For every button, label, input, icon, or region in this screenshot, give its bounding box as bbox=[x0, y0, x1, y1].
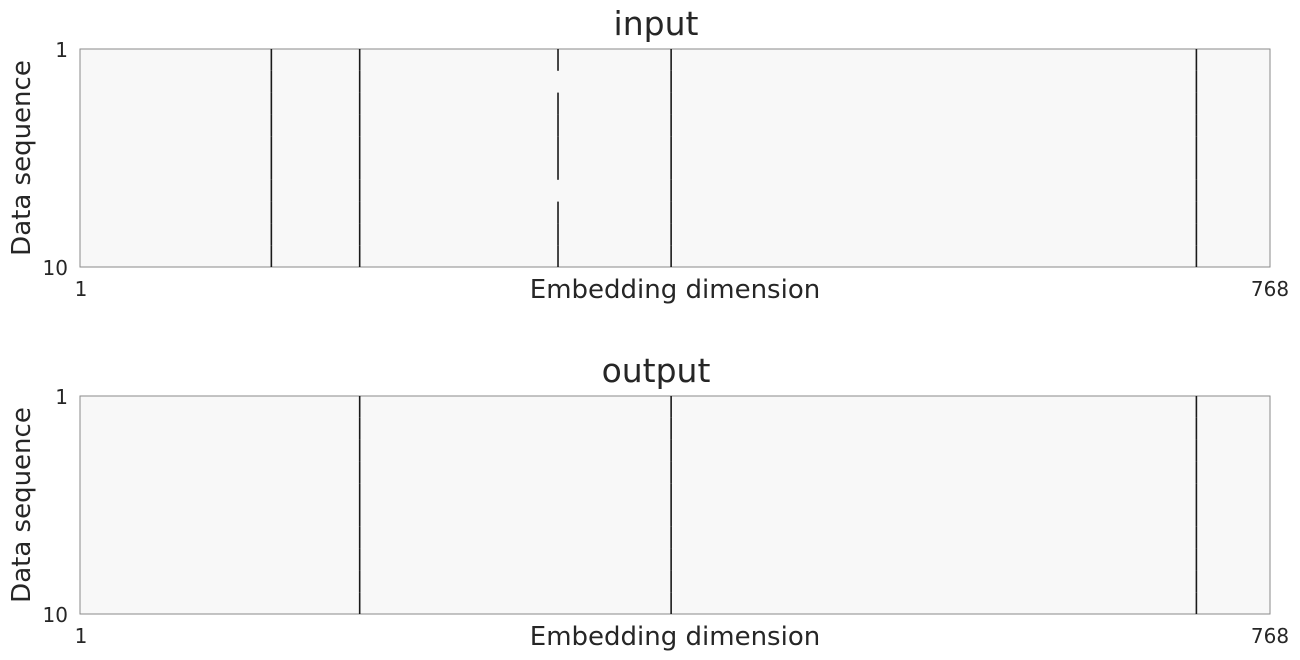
x-axis-label: Embedding dimension bbox=[530, 622, 820, 652]
panel-input: input 1 10 1 768 Embedding dimension Dat… bbox=[7, 4, 1289, 305]
x-tick-right: 768 bbox=[1251, 277, 1289, 301]
x-tick-left: 1 bbox=[75, 277, 88, 301]
heatmap-marks bbox=[270, 49, 1198, 267]
chart-title: input bbox=[614, 4, 699, 43]
y-axis-label: Data sequence bbox=[7, 407, 37, 603]
x-axis-label: Embedding dimension bbox=[530, 275, 820, 305]
panel-output: output 1 10 1 768 Embedding dimension Da… bbox=[7, 351, 1289, 652]
y-tick-bottom: 10 bbox=[43, 603, 68, 627]
y-tick-bottom: 10 bbox=[43, 256, 68, 280]
heatmap-area bbox=[79, 48, 1271, 268]
heatmap-area bbox=[79, 395, 1271, 615]
y-axis-label: Data sequence bbox=[7, 60, 37, 256]
y-tick-top: 1 bbox=[55, 38, 68, 62]
x-tick-left: 1 bbox=[75, 624, 88, 648]
y-tick-top: 1 bbox=[55, 385, 68, 409]
heatmap-marks bbox=[358, 396, 1198, 614]
chart-title: output bbox=[602, 351, 711, 390]
x-tick-right: 768 bbox=[1251, 624, 1289, 648]
